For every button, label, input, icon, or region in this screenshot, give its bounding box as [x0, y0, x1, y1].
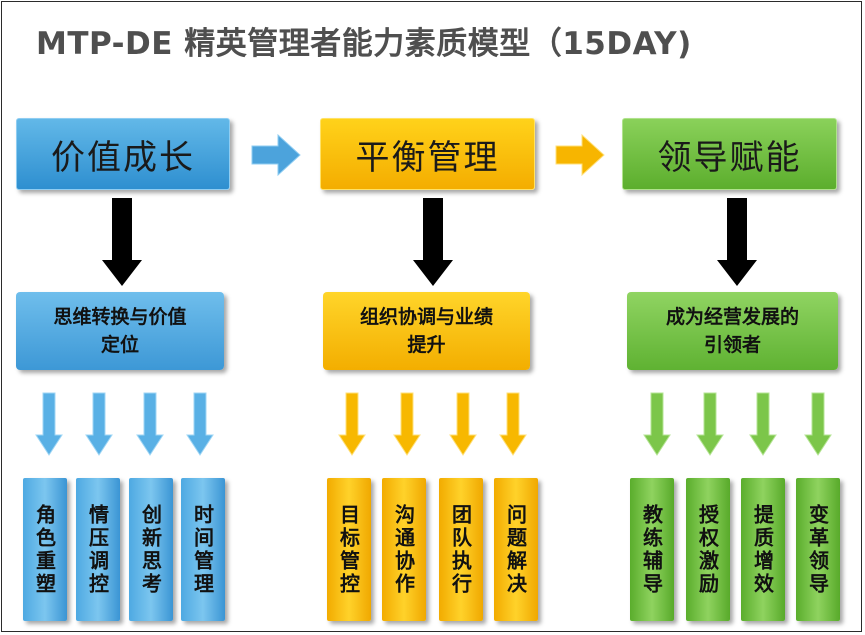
- arrow-right-gold: [555, 133, 605, 177]
- head-box-value-growth: 价值成长: [16, 118, 230, 190]
- leaf-coaching: 教练辅导: [630, 478, 674, 621]
- arrow-down-blue-1: [35, 392, 63, 456]
- leaf-team-execution: 团队执行: [439, 478, 483, 621]
- leaf-goal-control: 目标管控: [327, 478, 371, 621]
- leaf-time-management: 时间管理: [181, 478, 225, 621]
- sub-box-3-line2: 引领者: [703, 334, 761, 356]
- diagram-title: MTP-DE 精英管理者能力素质模型（15DAY): [36, 26, 692, 62]
- leaf-role-reshape: 角色重塑: [23, 478, 67, 621]
- sub-box-2: 组织协调与业绩提升: [323, 292, 530, 370]
- arrow-down-blue-4: [186, 392, 214, 456]
- arrow-down-green-4: [804, 392, 832, 456]
- head-box-leadership-empowerment: 领导赋能: [622, 118, 837, 190]
- leaf-problem-solving: 问题解决: [494, 478, 538, 621]
- sub-box-3-line1: 成为经营发展的: [665, 306, 799, 328]
- leaf-empowerment: 授权激励: [686, 478, 730, 621]
- sub-box-1-line1: 思维转换与价值: [53, 306, 187, 328]
- arrow-down-gold-3: [449, 392, 477, 456]
- arrow-down-green-3: [749, 392, 777, 456]
- leaf-stress-control: 情压调控: [76, 478, 120, 621]
- arrow-down-green-2: [696, 392, 724, 456]
- arrow-down-gold-4: [499, 392, 527, 456]
- arrow-right-blue: [251, 133, 301, 177]
- sub-box-3: 成为经营发展的引领者: [627, 292, 838, 370]
- leaf-change-leadership: 变革领导: [796, 478, 840, 621]
- arrow-down-blue-2: [85, 392, 113, 456]
- sub-box-2-line1: 组织协调与业绩: [359, 306, 493, 328]
- sub-box-1-line2: 定位: [100, 334, 139, 356]
- head-box-balanced-management: 平衡管理: [320, 118, 535, 190]
- arrow-down-black-3: [717, 198, 757, 286]
- leaf-communication: 沟通协作: [382, 478, 426, 621]
- leaf-efficiency: 提质增效: [741, 478, 785, 621]
- arrow-down-blue-3: [136, 392, 164, 456]
- sub-box-1: 思维转换与价值定位: [16, 292, 224, 370]
- arrow-down-green-1: [643, 392, 671, 456]
- leaf-innovative-thinking: 创新思考: [129, 478, 173, 621]
- arrow-down-gold-2: [393, 392, 421, 456]
- arrow-down-black-2: [413, 198, 453, 286]
- arrow-down-black-1: [102, 198, 142, 286]
- arrow-down-gold-1: [338, 392, 366, 456]
- sub-box-2-line2: 提升: [407, 334, 446, 356]
